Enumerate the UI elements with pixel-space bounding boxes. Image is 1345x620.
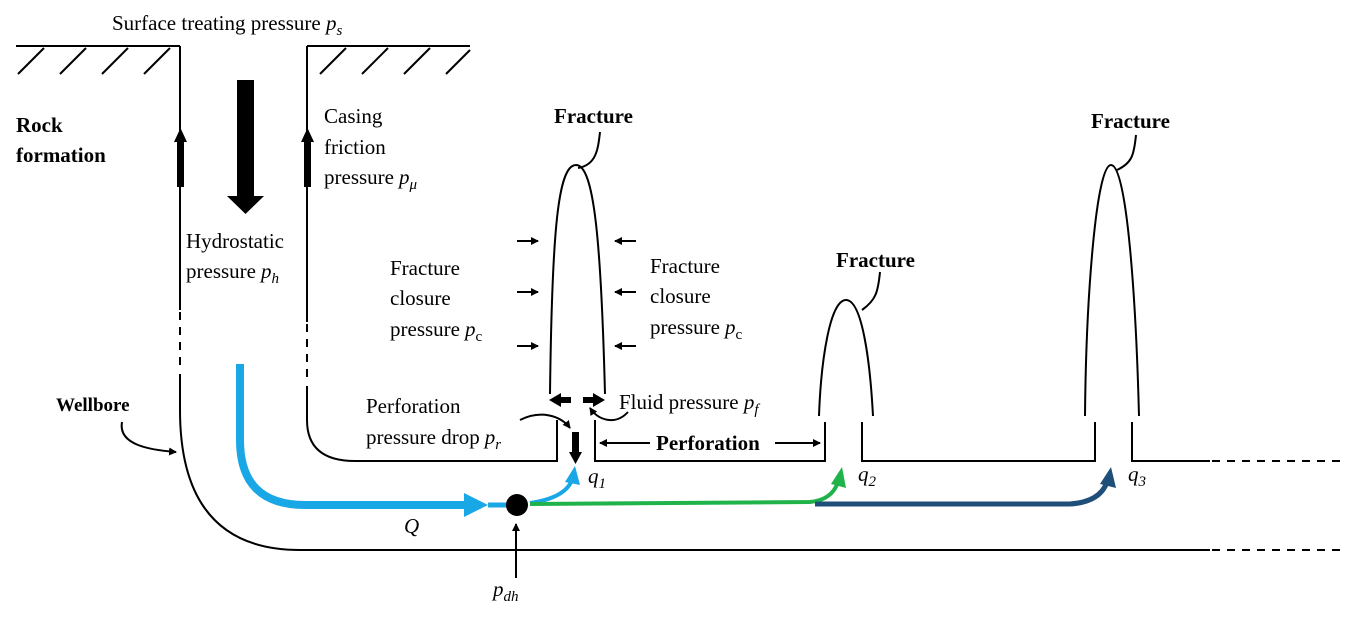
casing-friction-arrows [174,128,314,187]
wellbore-walls [179,46,1340,551]
hydrostatic-arrow [227,80,264,214]
fracture-pointers [577,131,1137,311]
main-flow-line [236,364,466,509]
green-flow-arrowhead [831,467,846,488]
fluid-pressure-label: Fluid pressure pf [619,390,760,418]
fracture-3-label: Fracture [1091,109,1170,133]
main-flow-arrowhead [464,493,488,517]
flow-lines [236,364,1116,517]
perforation-label: Perforation [656,431,760,455]
fracture-2-label: Fracture [836,248,915,272]
fracture-1-label: Fracture [554,104,633,128]
perforation-drop-arrow [519,407,629,464]
green-flow-line [529,481,840,506]
navy-flow-arrowhead [1100,467,1116,488]
fracture-3-shape [1084,163,1140,417]
rock-formation-label: Rock formation [16,113,106,167]
fracture-1-shape [549,163,606,395]
q1-label: q1 [588,464,606,492]
wellbore-pointer [120,421,177,456]
fracture-2-shape [818,298,874,417]
q1-flow-arrowhead [565,466,580,485]
ground-surface [16,45,471,75]
downhole-node [506,494,528,516]
pdh-label: pdh [491,577,519,605]
fracture-shapes [549,163,1140,417]
wellbore-label: Wellbore [56,395,130,416]
fluid-pressure-arrows [549,393,605,407]
q3-label: q3 [1128,462,1146,490]
q2-label: q2 [858,462,877,490]
navy-flow-line [815,481,1110,507]
surface-pressure-label: Surface treating pressure ps [112,11,343,39]
q1-flow-line [529,479,574,505]
Q-label: Q [404,514,419,538]
closure-arrows [517,237,636,350]
